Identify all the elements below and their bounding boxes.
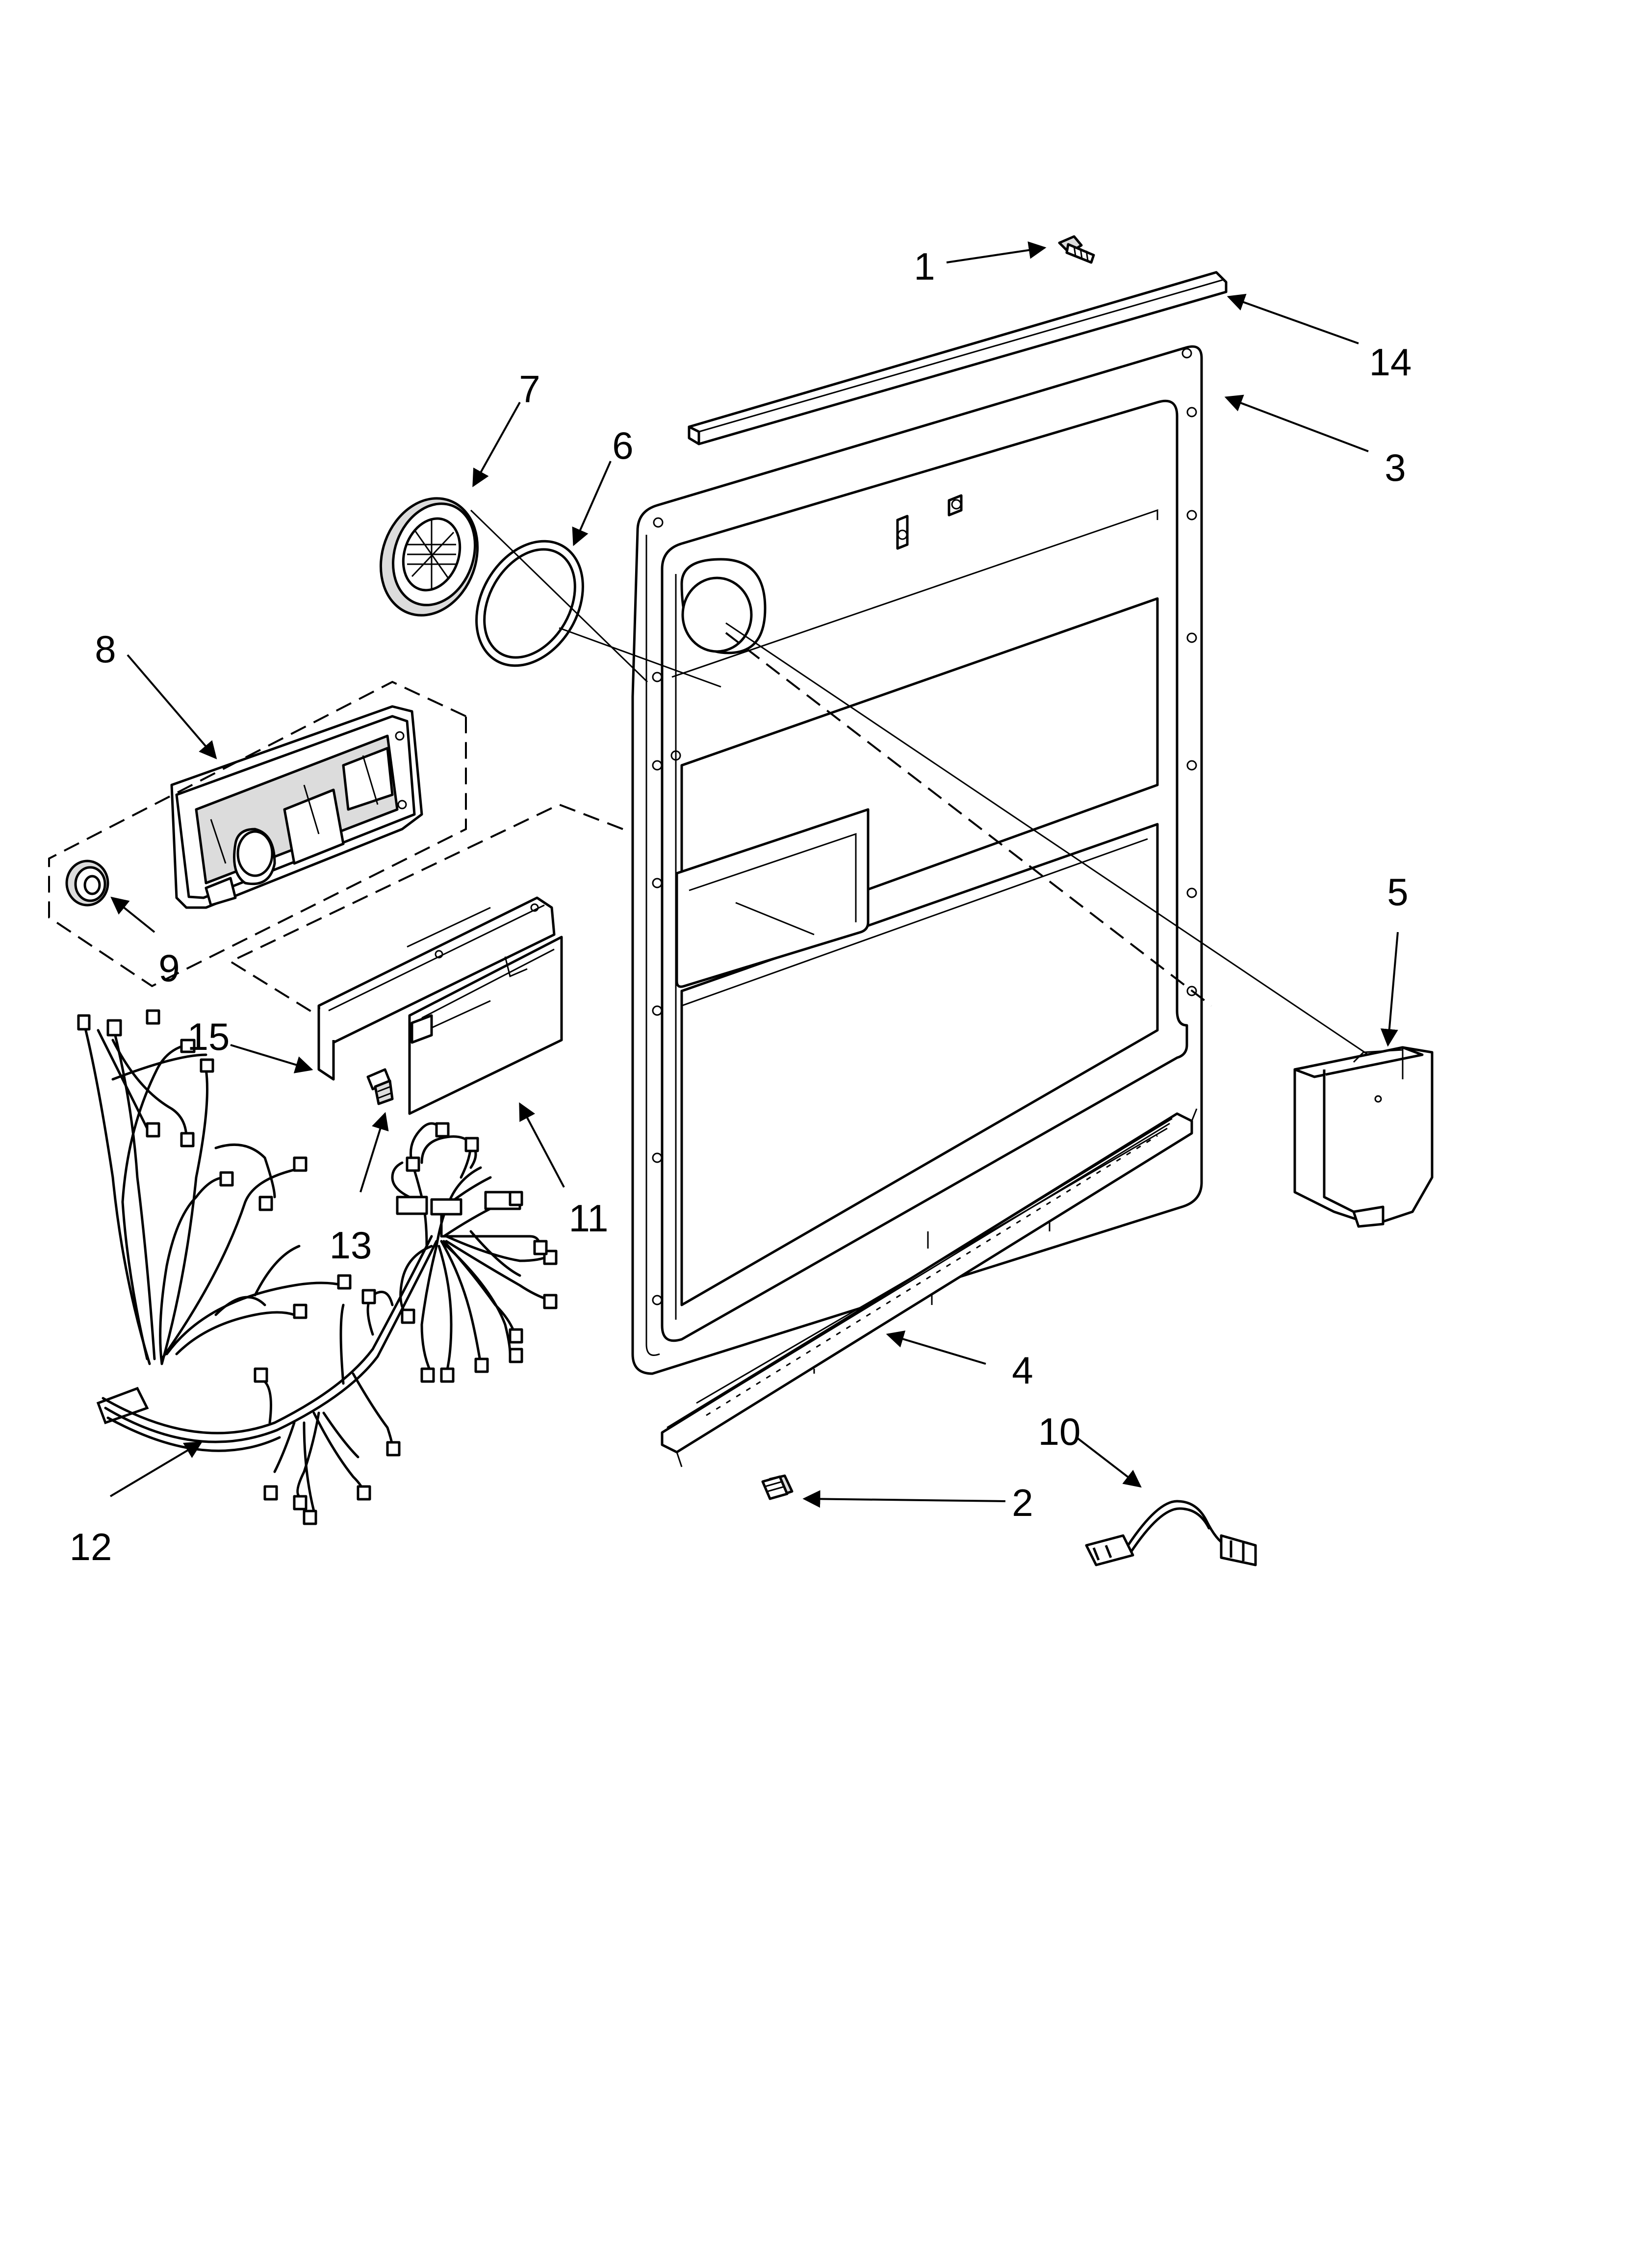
callout-5: 5 xyxy=(1387,870,1408,913)
housing-group-outline xyxy=(48,680,467,988)
arrow-9 xyxy=(110,896,155,933)
arrow-14 xyxy=(1227,293,1359,344)
callout-12: 12 xyxy=(70,1525,112,1568)
callout-8: 8 xyxy=(95,627,116,671)
knob-part-9 xyxy=(65,860,109,907)
inner-door-panel xyxy=(631,345,1203,1375)
arrow-8 xyxy=(127,654,217,759)
harness-connectors xyxy=(77,1009,558,1525)
callout-15: 15 xyxy=(187,1015,230,1058)
arrow-13 xyxy=(359,1112,389,1193)
callout-labels: 1 2 3 4 5 6 7 8 9 10 11 12 13 14 15 xyxy=(70,245,1412,1568)
control-board-bracket-part-15 xyxy=(317,896,556,1081)
arrow-15 xyxy=(230,1044,313,1073)
callout-1: 1 xyxy=(914,245,935,288)
screw-part-2 xyxy=(761,1474,794,1500)
small-harness-part-10 xyxy=(1085,1500,1257,1566)
assembly-lines xyxy=(470,509,1369,1056)
arrow-4 xyxy=(886,1330,986,1365)
arrow-11 xyxy=(519,1102,565,1188)
control-housing-part-8 xyxy=(170,705,423,909)
callout-4: 4 xyxy=(1012,1349,1033,1392)
vent-cap-part-7 xyxy=(379,497,479,617)
arrow-3 xyxy=(1224,394,1369,452)
arrow-7 xyxy=(472,402,521,488)
arrow-2 xyxy=(802,1490,1006,1508)
arrow-12 xyxy=(109,1441,203,1497)
callout-6: 6 xyxy=(612,424,633,467)
callout-14: 14 xyxy=(1369,340,1412,384)
callout-9: 9 xyxy=(158,946,180,990)
bottom-vent-strip xyxy=(661,1108,1198,1467)
arrow-5 xyxy=(1380,932,1399,1047)
callout-10: 10 xyxy=(1038,1410,1081,1453)
callout-11: 11 xyxy=(569,1197,609,1240)
callout-arrows xyxy=(109,241,1399,1508)
board-group-outline xyxy=(228,803,623,1014)
arrow-10 xyxy=(1076,1436,1142,1488)
control-board-part-11 xyxy=(408,936,563,1115)
dispenser-bracket-part-5 xyxy=(1293,1046,1434,1228)
callout-13: 13 xyxy=(330,1224,372,1267)
wire-harness-part-12 xyxy=(77,1009,558,1525)
panel-screw-holes xyxy=(652,348,1197,1305)
top-trim-strip xyxy=(688,271,1228,445)
callout-2: 2 xyxy=(1012,1481,1033,1524)
screw-part-13 xyxy=(366,1068,394,1105)
arrow-6 xyxy=(572,461,612,547)
gasket-ring-part-6 xyxy=(475,540,584,667)
arrow-1 xyxy=(946,241,1047,263)
callout-3: 3 xyxy=(1385,446,1406,489)
callout-7: 7 xyxy=(519,367,540,411)
screw-part-1 xyxy=(1058,235,1095,264)
bottom-strip-vent-slots xyxy=(701,1127,1158,1416)
